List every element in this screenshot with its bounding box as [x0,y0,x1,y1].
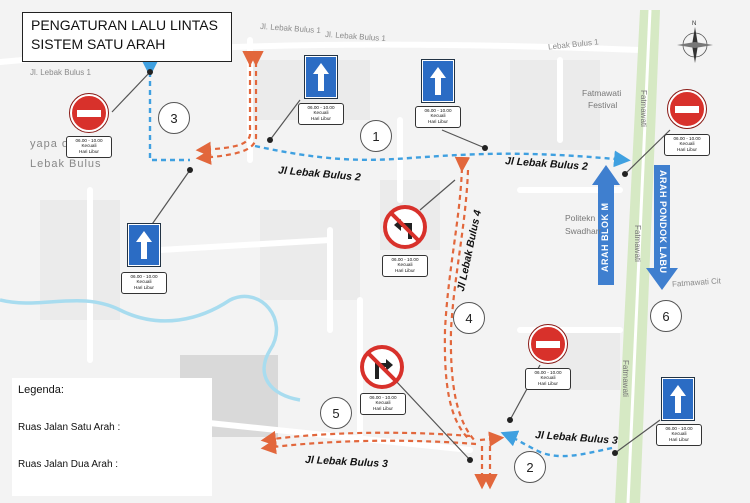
time-panel-line2: Kecuali [540,375,556,381]
place-politeknik-2: Swadharr [565,226,602,236]
no-left-turn-sign-icon [383,205,427,249]
time-panel-line3: Hari Libur [677,146,697,152]
street-label-fatmawati: Fatmawati [633,225,642,262]
time-panel-line3: Hari Libur [134,284,154,290]
one-way-sign-icon [304,55,338,99]
compass-icon: N [677,21,713,63]
two-way-routes [195,51,505,490]
time-panel-hours: 06.00 - 10.00 [665,426,693,431]
time-panel-line3: Hari Libur [373,405,393,411]
pointer-dots [147,69,628,463]
point-marker-6: 6 [650,300,682,332]
place-politeknik: Politekn [565,213,596,223]
legend-title: Legenda: [18,384,64,396]
point-marker-1: 1 [360,120,392,152]
time-panel-line3: Hari Libur [395,267,415,273]
time-panel-line3: Hari Libur [311,115,331,121]
time-panel-line3: Hari Libur [428,118,448,124]
time-panel-hours: 06.00 - 10.00 [130,274,158,279]
time-panel-line2: Kecuali [375,400,391,406]
fatmawati-road [626,9,652,503]
time-panel-line2: Kecuali [671,431,687,437]
direction-arrow-blok-m [592,165,620,285]
time-panel-hours: 06.00 - 10.00 [369,395,397,400]
time-panel-line2: Kecuali [430,113,446,119]
one-way-routes [141,60,631,458]
time-panel-line2: Kecuali [397,262,413,268]
one-way-sign-icon [127,223,161,267]
legend-two-way: Ruas Jalan Dua Arah : [18,459,119,470]
time-panel-hours: 06.00 - 10.00 [424,108,452,113]
time-panel-hours: 06.00 - 10.00 [673,136,701,141]
place-fatmawati-festival-2: Festival [588,100,618,110]
city-blocks [40,60,620,390]
map-title: PENGATURAN LALU LINTAS SISTEM SATU ARAH [22,12,232,62]
svg-text:N: N [692,21,696,27]
time-panel-hours: 06.00 - 10.00 [75,138,103,143]
one-way-sign-icon [421,59,455,103]
time-panel-hours: 06.00 - 10.00 [307,105,335,110]
place-fatmawati-festival: Fatmawati [582,88,622,98]
street-label-lebak-bulus-1: Jl. Lebak Bulus 1 [30,68,91,77]
title-line-1: PENGATURAN LALU LINTAS [31,17,218,33]
no-entry-sign-icon [69,93,109,133]
time-panel-line3: Hari Libur [538,380,558,386]
title-line-2: SISTEM SATU ARAH [31,36,166,52]
legend: Legenda: Ruas Jalan Satu Arah : Ruas Jal… [12,378,212,496]
one-way-sign-icon [661,377,695,421]
time-panel-hours: 06.00 - 10.00 [391,257,419,262]
point-marker-3: 3 [158,102,190,134]
time-panel-line2: Kecuali [81,143,97,149]
street-label-fatmawati: Fatmawati [621,360,630,397]
river [0,294,301,402]
point-marker-4: 4 [453,302,485,334]
place-hospital-sub: Lebak Bulus [30,158,102,170]
no-entry-sign-icon [667,89,707,129]
point-marker-5: 5 [320,397,352,429]
street-label-fatmawati: Fatmawati [639,90,648,127]
time-panel-line2: Kecuali [313,110,329,116]
arah-pondok-labu-label: ARAH PONDOK LABU [658,170,668,274]
time-panel-line2: Kecuali [679,141,695,147]
time-panel-line2: Kecuali [136,279,152,285]
direction-arrow-pondok-labu [646,165,678,290]
no-right-turn-sign-icon [360,345,404,389]
time-panel-hours: 06.00 - 10.00 [534,370,562,375]
point-marker-2: 2 [514,451,546,483]
legend-one-way: Ruas Jalan Satu Arah : [18,422,121,433]
time-panel-line3: Hari Libur [79,148,99,154]
arah-blok-m-label: ARAH BLOK M [600,202,610,273]
time-panel-line3: Hari Libur [669,436,689,442]
no-entry-sign-icon [528,324,568,364]
